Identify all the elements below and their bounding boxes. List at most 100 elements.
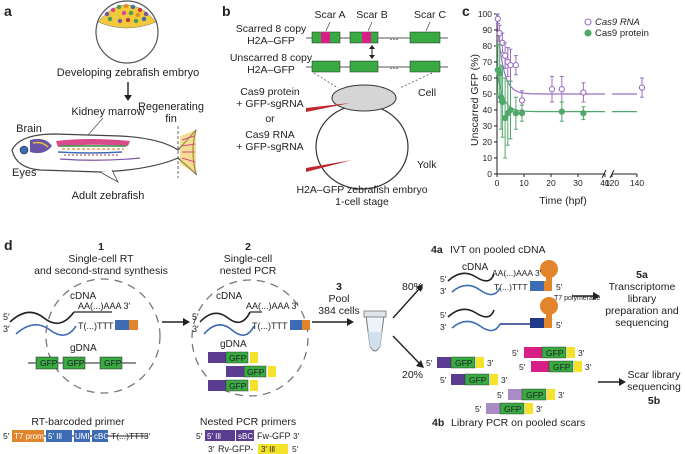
scar-b-label: Scar B [356,9,388,21]
data-point [512,62,520,69]
scar-3p-5: 3′ [558,390,565,400]
legend-label: Cas9 protein [595,28,649,39]
embryo-caption-1: H2A–GFP zebrafish embryo [296,184,427,196]
step3-number: 3 [336,281,342,293]
x-tick-label: 30 [573,178,583,188]
scar-gfp-4: GFP [469,375,487,385]
data-point [580,89,587,96]
legend-marker [584,29,592,37]
step4a-number: 4a [431,244,443,256]
scarred-dots: ... [389,31,398,43]
polya-2: AA(...)AAA 3′ [246,301,299,311]
arrow-2-to-3 [312,318,354,326]
unscarred-label-2: H2A–GFP [247,64,295,76]
scar-gfp-2: GFP [455,358,473,368]
scar-5p-3: 5′ [519,362,526,372]
t7-polymerase-label: T7 polymerase [554,295,600,302]
double-arrow-icon [369,45,375,59]
scar-gfp-1: GFP [546,348,564,358]
legend-label: Cas9 RNA [595,17,640,28]
branch-arrows [392,284,424,368]
gfp-box-3: GFP [104,358,122,368]
rv-three-ill: 3′ Ill [261,445,275,454]
y-tick-label: 30 [483,121,493,131]
yolk-label: Yolk [417,159,437,171]
y-tick-label: 40 [483,105,493,115]
y-tick-label: 100 [478,9,492,19]
scar-3p-6: 3′ [536,404,543,414]
five-prime-1: 5′ [3,312,10,322]
gdna-label-2: gDNA [220,339,247,350]
polya-1: AA(...)AAA 3′ [78,301,131,311]
transcriptome-line2: library [628,293,657,305]
t7-promoter-label: T7 prom [14,432,44,441]
gfp-amp-1: GFP [229,353,247,363]
or-label: or [265,113,275,125]
cas9-rna-label: Cas9 RNA [245,129,295,141]
x-tick-label: 40 [600,178,610,188]
rv-primer-5prime: 5′ [292,444,299,454]
gfp-box-2: GFP [67,358,85,368]
cbc-label: cBC [94,432,109,441]
x-axis-label: Time (hpf) [539,195,586,207]
y-tick-label: 0 [487,169,492,179]
x-tick-label: 20 [546,178,556,188]
scar-3p-4: 3′ [501,375,508,385]
tube-icon [363,310,387,352]
unscarred-label-1: Unscarred 8 copy [230,52,313,64]
ivt-5prime-left: 5′ [440,274,447,284]
cdna-strands-1 [9,311,138,336]
scar-5p-1: 5′ [512,348,519,358]
scar-library-amplicons [437,346,582,415]
arrow-to-5a [572,292,600,300]
legend-marker [584,18,592,26]
umi-label: UMI [75,432,90,441]
scar-3p-1: 3′ [578,348,585,358]
transcriptome-line4: sequencing [615,317,669,329]
data-point [558,108,565,115]
fw-primer-5prime: 5′ [196,431,203,441]
cdna-label-2: cDNA [216,291,242,302]
data-point [518,110,526,117]
step2-number: 2 [245,241,251,253]
fit-curve-1 [496,69,605,113]
transcriptome-line3: preparation and [605,305,679,317]
data-point [518,97,526,104]
y-tick-label: 20 [483,137,493,147]
scar-3p-2: 3′ [487,358,494,368]
step1-line2: and second-strand synthesis [34,265,168,277]
rt-primer-3prime: 3′ [144,431,151,441]
ivt-3prime-left-2: 3′ [440,322,447,332]
panel-label-b: b [222,3,231,19]
data-point [638,84,646,91]
y-tick-label: 60 [483,73,493,83]
fw-primer-3prime: 3′ [293,431,300,441]
gdna-strand-1 [28,356,136,370]
cas9-protein-label: Cas9 protein [240,86,300,98]
gfp-box-1: GFP [40,358,58,368]
y-tick-label: 50 [483,89,493,99]
gfp-sgrna-label-1: + GFP-sgRNA [236,98,303,110]
polyt-1: T(...)TTT [78,321,114,331]
scar-gfp-5: GFP [526,390,544,400]
ivt-3prime-left: 3′ [440,286,447,296]
data-point [580,110,587,117]
y-tick-label: 90 [483,25,493,35]
scarred-construct [306,31,448,44]
x-tick-label: 0 [495,178,500,188]
unscarred-dots: ... [389,60,398,72]
scar-gfp-6: GFP [504,404,522,414]
nested-primers-label: Nested PCR primers [200,416,296,428]
data-point [507,106,514,114]
cdna-label-4a: cDNA [462,262,488,273]
scar-5p-2: 5′ [426,358,433,368]
fit-curve-0 [496,18,605,95]
library-pcr-label: Library PCR on pooled scars [451,417,585,429]
step5b-number: 5b [648,395,660,407]
scar-c-label: Scar C [414,9,447,21]
ivt-polyt: T(...)TTT [494,282,528,292]
three-prime-2: 3′ [192,324,199,334]
panel-label-d: d [4,237,13,253]
arrow-1-to-2 [162,318,190,326]
